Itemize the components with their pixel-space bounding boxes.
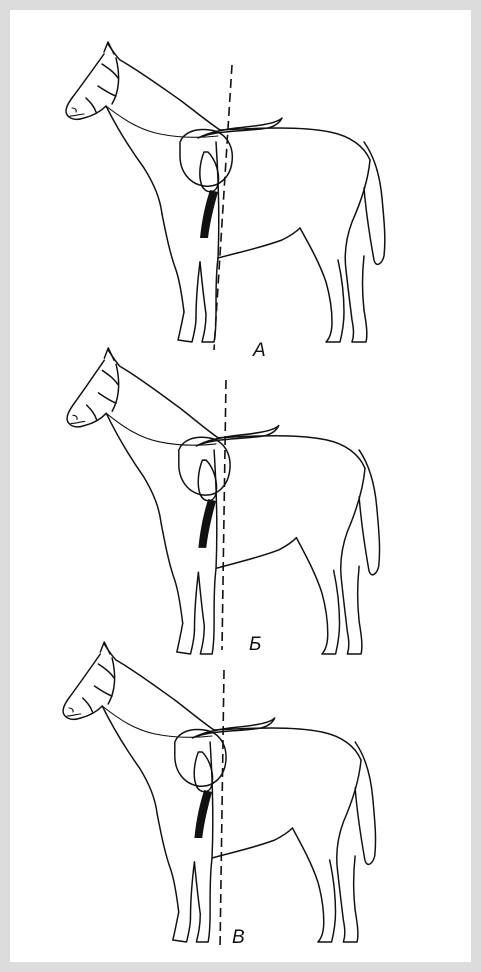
saddle-position-diagram: A Б В [10,10,471,962]
horse-drawing-a [66,42,385,342]
figure-label-v: В [232,927,245,948]
figure-label-a: A [252,340,266,361]
vertical-guide-line-a [214,65,232,350]
figure-label-b: Б [249,634,261,655]
vertical-guide-line-b [222,380,226,650]
illustration-frame: A Б В [10,10,471,962]
horse-drawing-v [63,642,376,942]
vertical-guide-line-v [220,670,224,950]
